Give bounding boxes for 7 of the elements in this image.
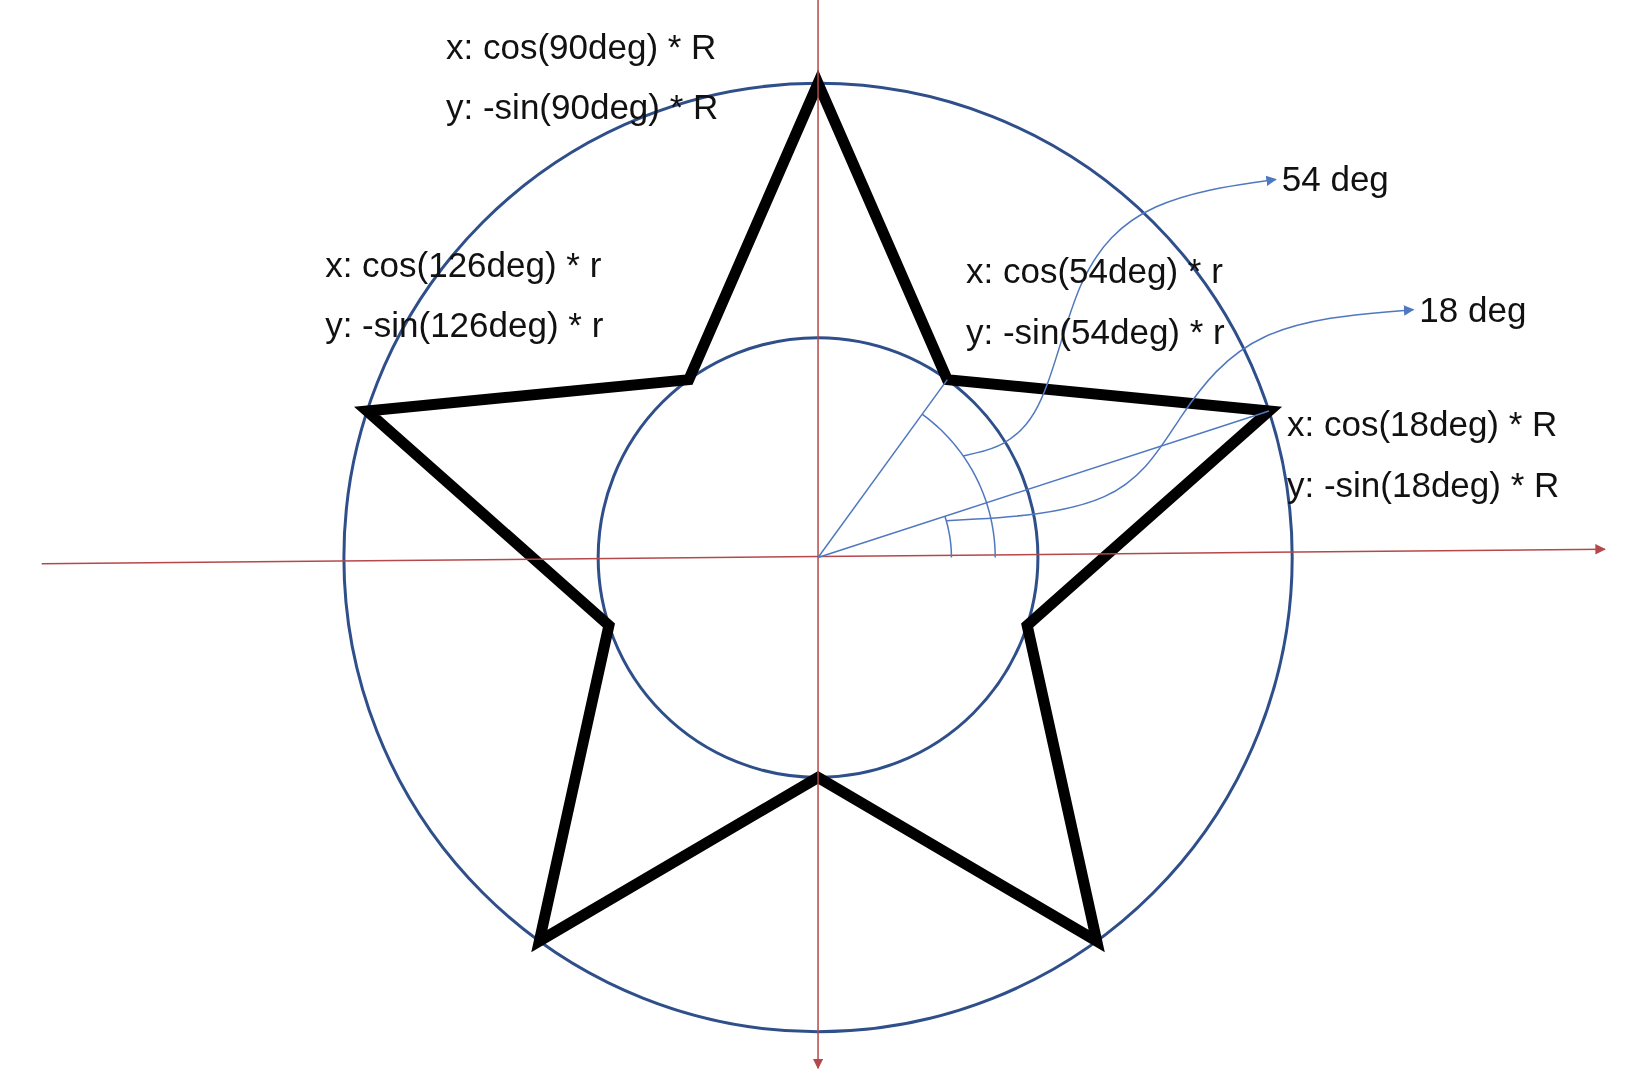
angle-label: 54 deg — [1281, 158, 1389, 201]
coordinate-formula: x: cos(18deg) * R — [1286, 403, 1558, 446]
coordinate-formula: y: -sin(18deg) * R — [1286, 463, 1560, 506]
coordinate-formula: x: cos(90deg) * R — [446, 26, 717, 69]
angle-label: 18 deg — [1419, 288, 1527, 331]
curved-arrow — [945, 305, 1415, 522]
curved-arrow — [962, 175, 1277, 457]
